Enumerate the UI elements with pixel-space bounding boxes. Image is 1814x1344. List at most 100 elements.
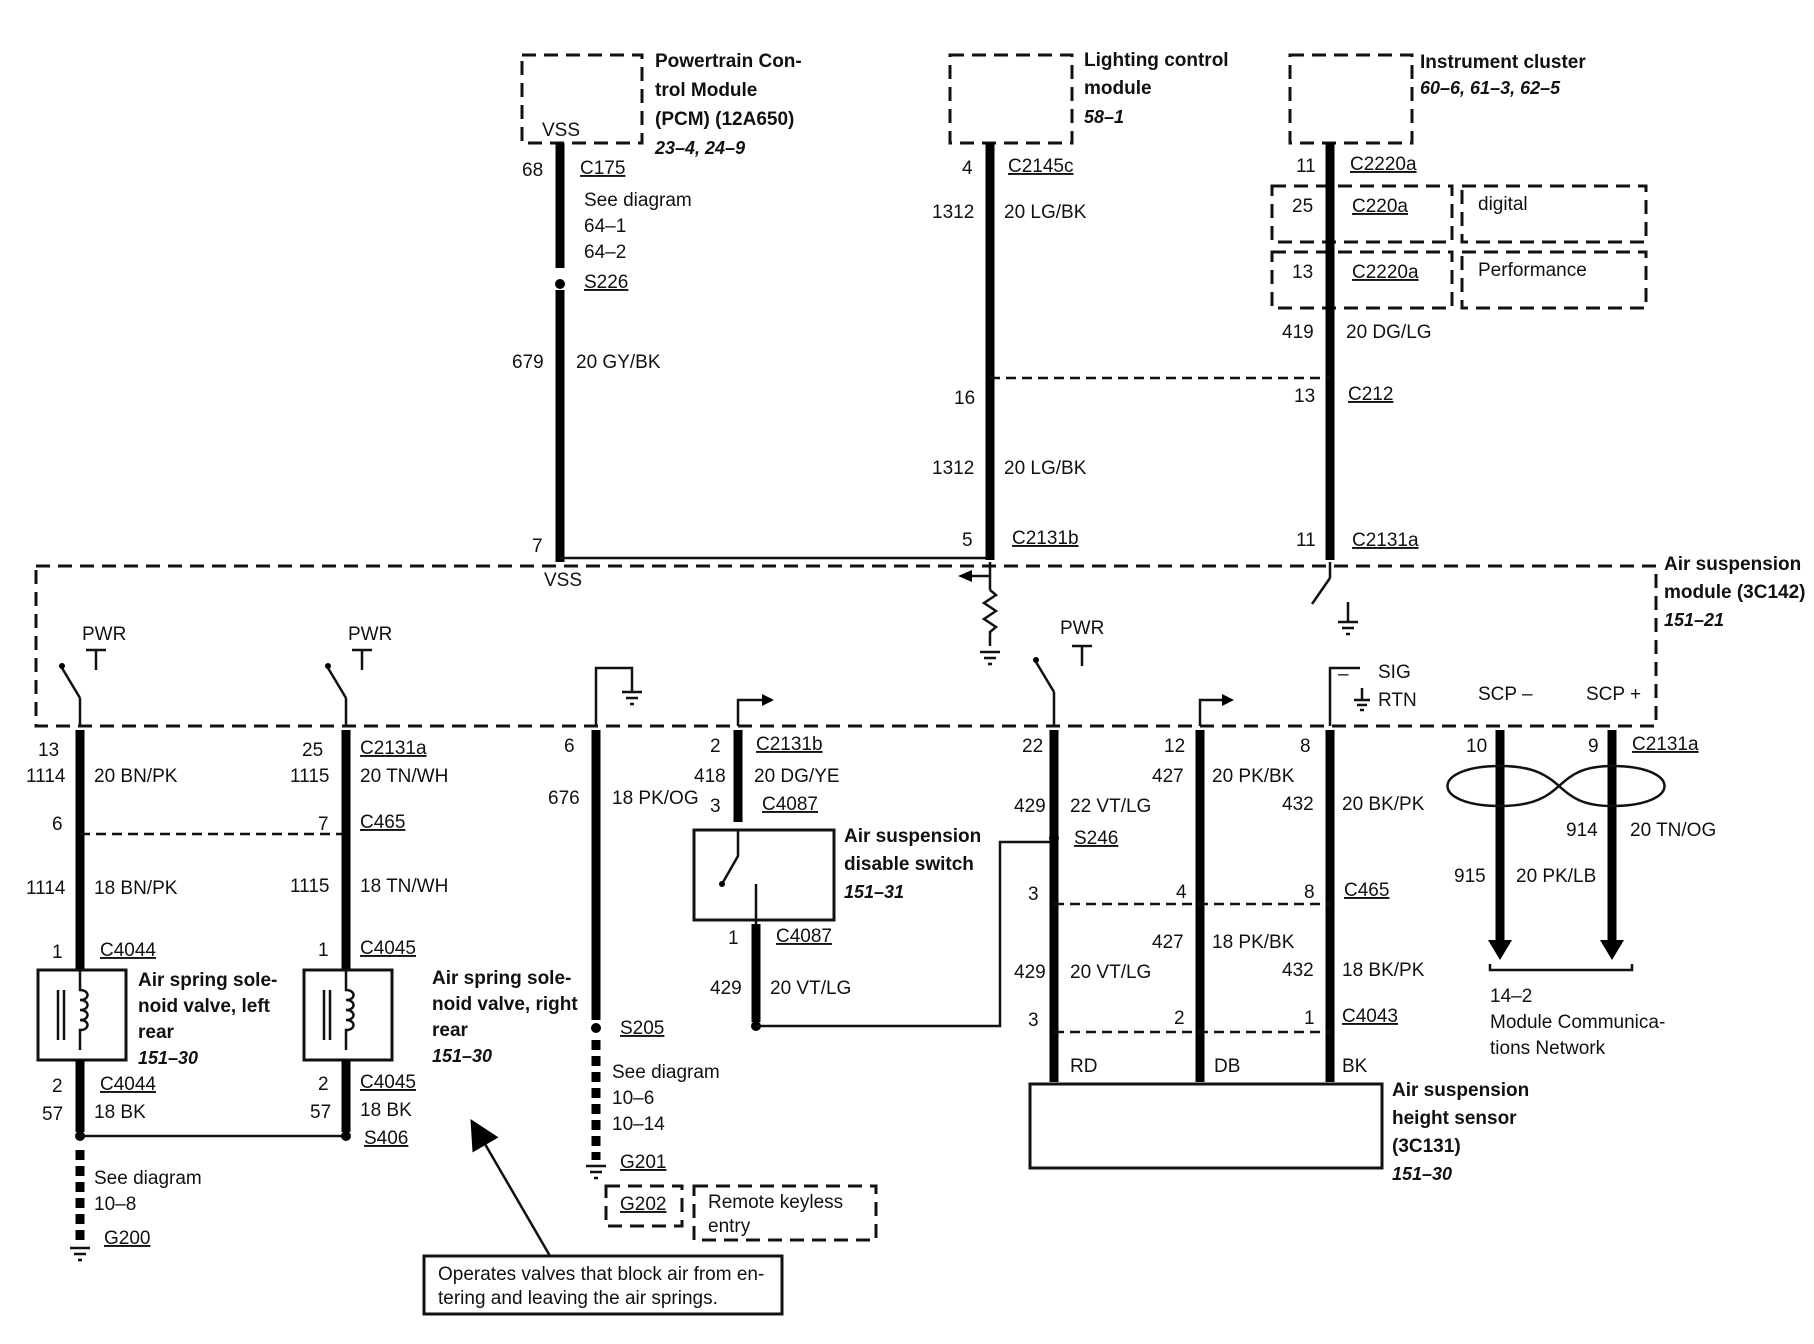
sensor-c4043-c: 1 (1304, 1008, 1315, 1029)
pcm-vss-label: VSS (542, 120, 580, 141)
switch-pin-out: 1 (728, 928, 739, 949)
arrow-icon (1488, 940, 1512, 960)
sensor-c465-c: 8 (1304, 882, 1315, 903)
switch-icon (720, 830, 758, 924)
switch-circuit: 418 (694, 766, 726, 787)
left-valve-ref: 151–30 (138, 1048, 198, 1068)
pcm-wire-color: 20 GY/BK (576, 352, 661, 373)
cluster-pin-mid: 13 (1294, 386, 1315, 407)
pcm-ref2: 64–2 (584, 242, 626, 263)
sensor-c465-b: 4 (1176, 882, 1187, 903)
right-valve-name-line2: noid valve, right (432, 994, 578, 1015)
sensor-wire-b-color: 20 PK/BK (1212, 766, 1295, 787)
sensor-pin-b: 12 (1164, 736, 1185, 757)
cluster-ref: 60–6, 61–3, 62–5 (1420, 78, 1561, 98)
disable-switch-box (692, 828, 836, 922)
pwr-label-sensor: PWR (1060, 618, 1104, 639)
cluster-switch-icon (1310, 577, 1332, 605)
right-pin-c465: 7 (318, 814, 329, 835)
left-valve-name-line2: noid valve, left (138, 996, 271, 1017)
pwr-label-left: PWR (82, 624, 126, 645)
s205-label: S205 (620, 1018, 664, 1039)
scp-plus-label: SCP + (1586, 684, 1641, 705)
cluster-box (1288, 53, 1414, 145)
solenoid-coil-icon (78, 970, 89, 1050)
rke-line2: entry (708, 1216, 751, 1237)
pwr-label-right: PWR (348, 624, 392, 645)
air-module-name-line2: module (3C142) (1664, 582, 1805, 603)
note-box (422, 1254, 784, 1316)
solenoid-coil-icon (344, 970, 355, 1050)
ground-see-diagram: See diagram (612, 1062, 720, 1083)
c212-connector: C212 (1348, 384, 1393, 405)
internal-lead-418 (736, 698, 762, 726)
switch-ref: 151–31 (844, 882, 904, 902)
cluster-wire-color: 20 DG/LG (1346, 322, 1432, 343)
c4044-connector: C4044 (100, 940, 156, 961)
c4087-out-connector: C4087 (776, 926, 832, 947)
sensor-terminal-db: DB (1214, 1056, 1240, 1077)
left-wire-b: 18 BN/PK (94, 878, 178, 899)
cluster-pin-top: 11 (1296, 156, 1316, 177)
sensor-pin-a: 22 (1022, 736, 1043, 757)
sensor-c4043-b: 2 (1174, 1008, 1185, 1029)
switch-circuit-out: 429 (710, 978, 742, 999)
pcm-box (520, 53, 644, 145)
lighting-name-line1: Lighting control (1084, 50, 1229, 71)
arrow-icon (762, 694, 774, 706)
pcm-name-line3: (PCM) (12A650) (655, 109, 794, 130)
sensor-wire-a2-color: 20 VT/LG (1070, 962, 1151, 983)
sensor-name-line1: Air suspension (1392, 1080, 1529, 1101)
left-pin-bottom: 2 (52, 1076, 63, 1097)
left-pin-c465: 6 (52, 814, 63, 835)
ground-circuit: 676 (548, 788, 580, 809)
sensor-circuit-b2: 427 (1152, 932, 1184, 953)
pcm-ref1: 64–1 (584, 216, 626, 237)
pcm-see-diagram: See diagram (584, 190, 692, 211)
network-bracket (1488, 964, 1634, 972)
twisted-pair-icon (1446, 764, 1666, 808)
lighting-circuit-b: 1312 (932, 458, 974, 479)
right-rear-valve (302, 968, 394, 1062)
switch-contact (719, 881, 725, 887)
sensor-ref: 151–30 (1392, 1164, 1452, 1184)
right-valve-ref: 151–30 (432, 1046, 492, 1066)
performance-label: Performance (1478, 260, 1587, 281)
lighting-pin-top: 4 (962, 158, 973, 179)
switch-wire: 20 DG/YE (754, 766, 840, 787)
c2131a-scp-connector: C2131a (1632, 734, 1699, 755)
lighting-name-line2: module (1084, 78, 1152, 99)
height-sensor-box (1028, 1082, 1384, 1170)
left-wire: 20 BN/PK (94, 766, 178, 787)
module-vss-label: VSS (544, 570, 582, 591)
air-module-ref: 151–21 (1664, 610, 1724, 630)
left-valve-name-line3: rear (138, 1022, 175, 1043)
right-wire-gnd: 18 BK (360, 1100, 412, 1121)
c4043-connector: C4043 (1342, 1006, 1398, 1027)
valve-core-icon (56, 990, 66, 1040)
sensor-circuit-a: 429 (1014, 796, 1046, 817)
c4045-bottom-connector: C4045 (360, 1072, 416, 1093)
g200-label: G200 (104, 1228, 150, 1249)
pwr-switch-right (325, 648, 372, 726)
digital-label: digital (1478, 194, 1528, 215)
air-suspension-module-box (34, 564, 1658, 728)
pcm-pin-bottom: 7 (532, 536, 543, 557)
cluster-pin-digital: 25 (1292, 196, 1313, 217)
c4044-bottom-connector: C4044 (100, 1074, 156, 1095)
pcm-name-line1: Powertrain Con- (655, 51, 802, 72)
left-pin-top: 13 (38, 740, 59, 761)
switch-pin-top: 2 (710, 736, 721, 757)
g202-label: G202 (620, 1194, 666, 1215)
note-line1: Operates valves that block air from en- (438, 1264, 764, 1285)
note-arrow (470, 1119, 552, 1257)
sensor-terminal-rd: RD (1070, 1056, 1097, 1077)
resistor-icon (981, 589, 999, 646)
sig-label: SIG (1378, 662, 1411, 683)
sensor-wire-c2-color: 18 BK/PK (1342, 960, 1425, 981)
pcm-ref: 23–4, 24–9 (654, 138, 745, 158)
right-pin-top: 25 (302, 740, 323, 761)
left-see-diagram: See diagram (94, 1168, 202, 1189)
sensor-circuit-b: 427 (1152, 766, 1184, 787)
